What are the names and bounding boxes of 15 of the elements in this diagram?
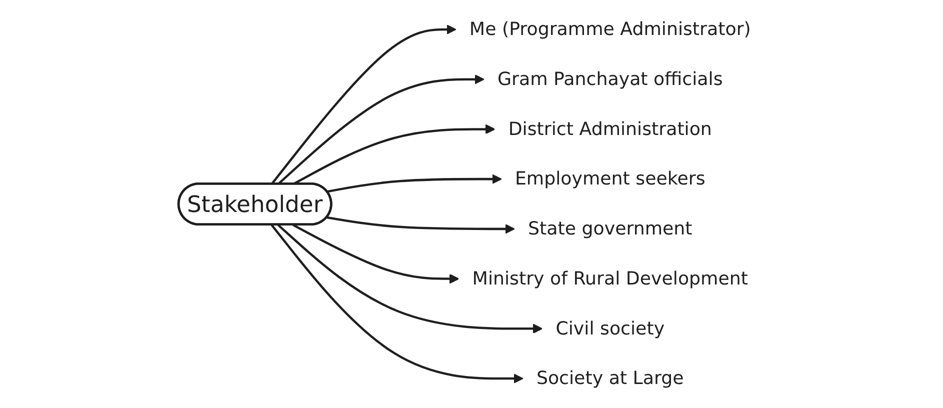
node-text: Gram Panchayat officials	[497, 68, 723, 90]
node-text: Ministry of Rural Development	[472, 267, 748, 289]
arrow	[277, 74, 484, 185]
arrow	[277, 224, 543, 334]
arrow	[326, 174, 502, 193]
node-text: Employment seekers	[514, 168, 706, 190]
node-text: Civil society	[556, 317, 665, 339]
arrow	[292, 224, 460, 284]
node-text: State government	[528, 218, 692, 240]
arrow	[270, 224, 524, 384]
node-text: District Administration	[508, 118, 712, 140]
arrow	[326, 216, 515, 234]
arrow	[270, 24, 456, 185]
node-text: Me (Programme Administrator)	[469, 18, 751, 40]
node-text: Society at Large	[536, 367, 684, 389]
